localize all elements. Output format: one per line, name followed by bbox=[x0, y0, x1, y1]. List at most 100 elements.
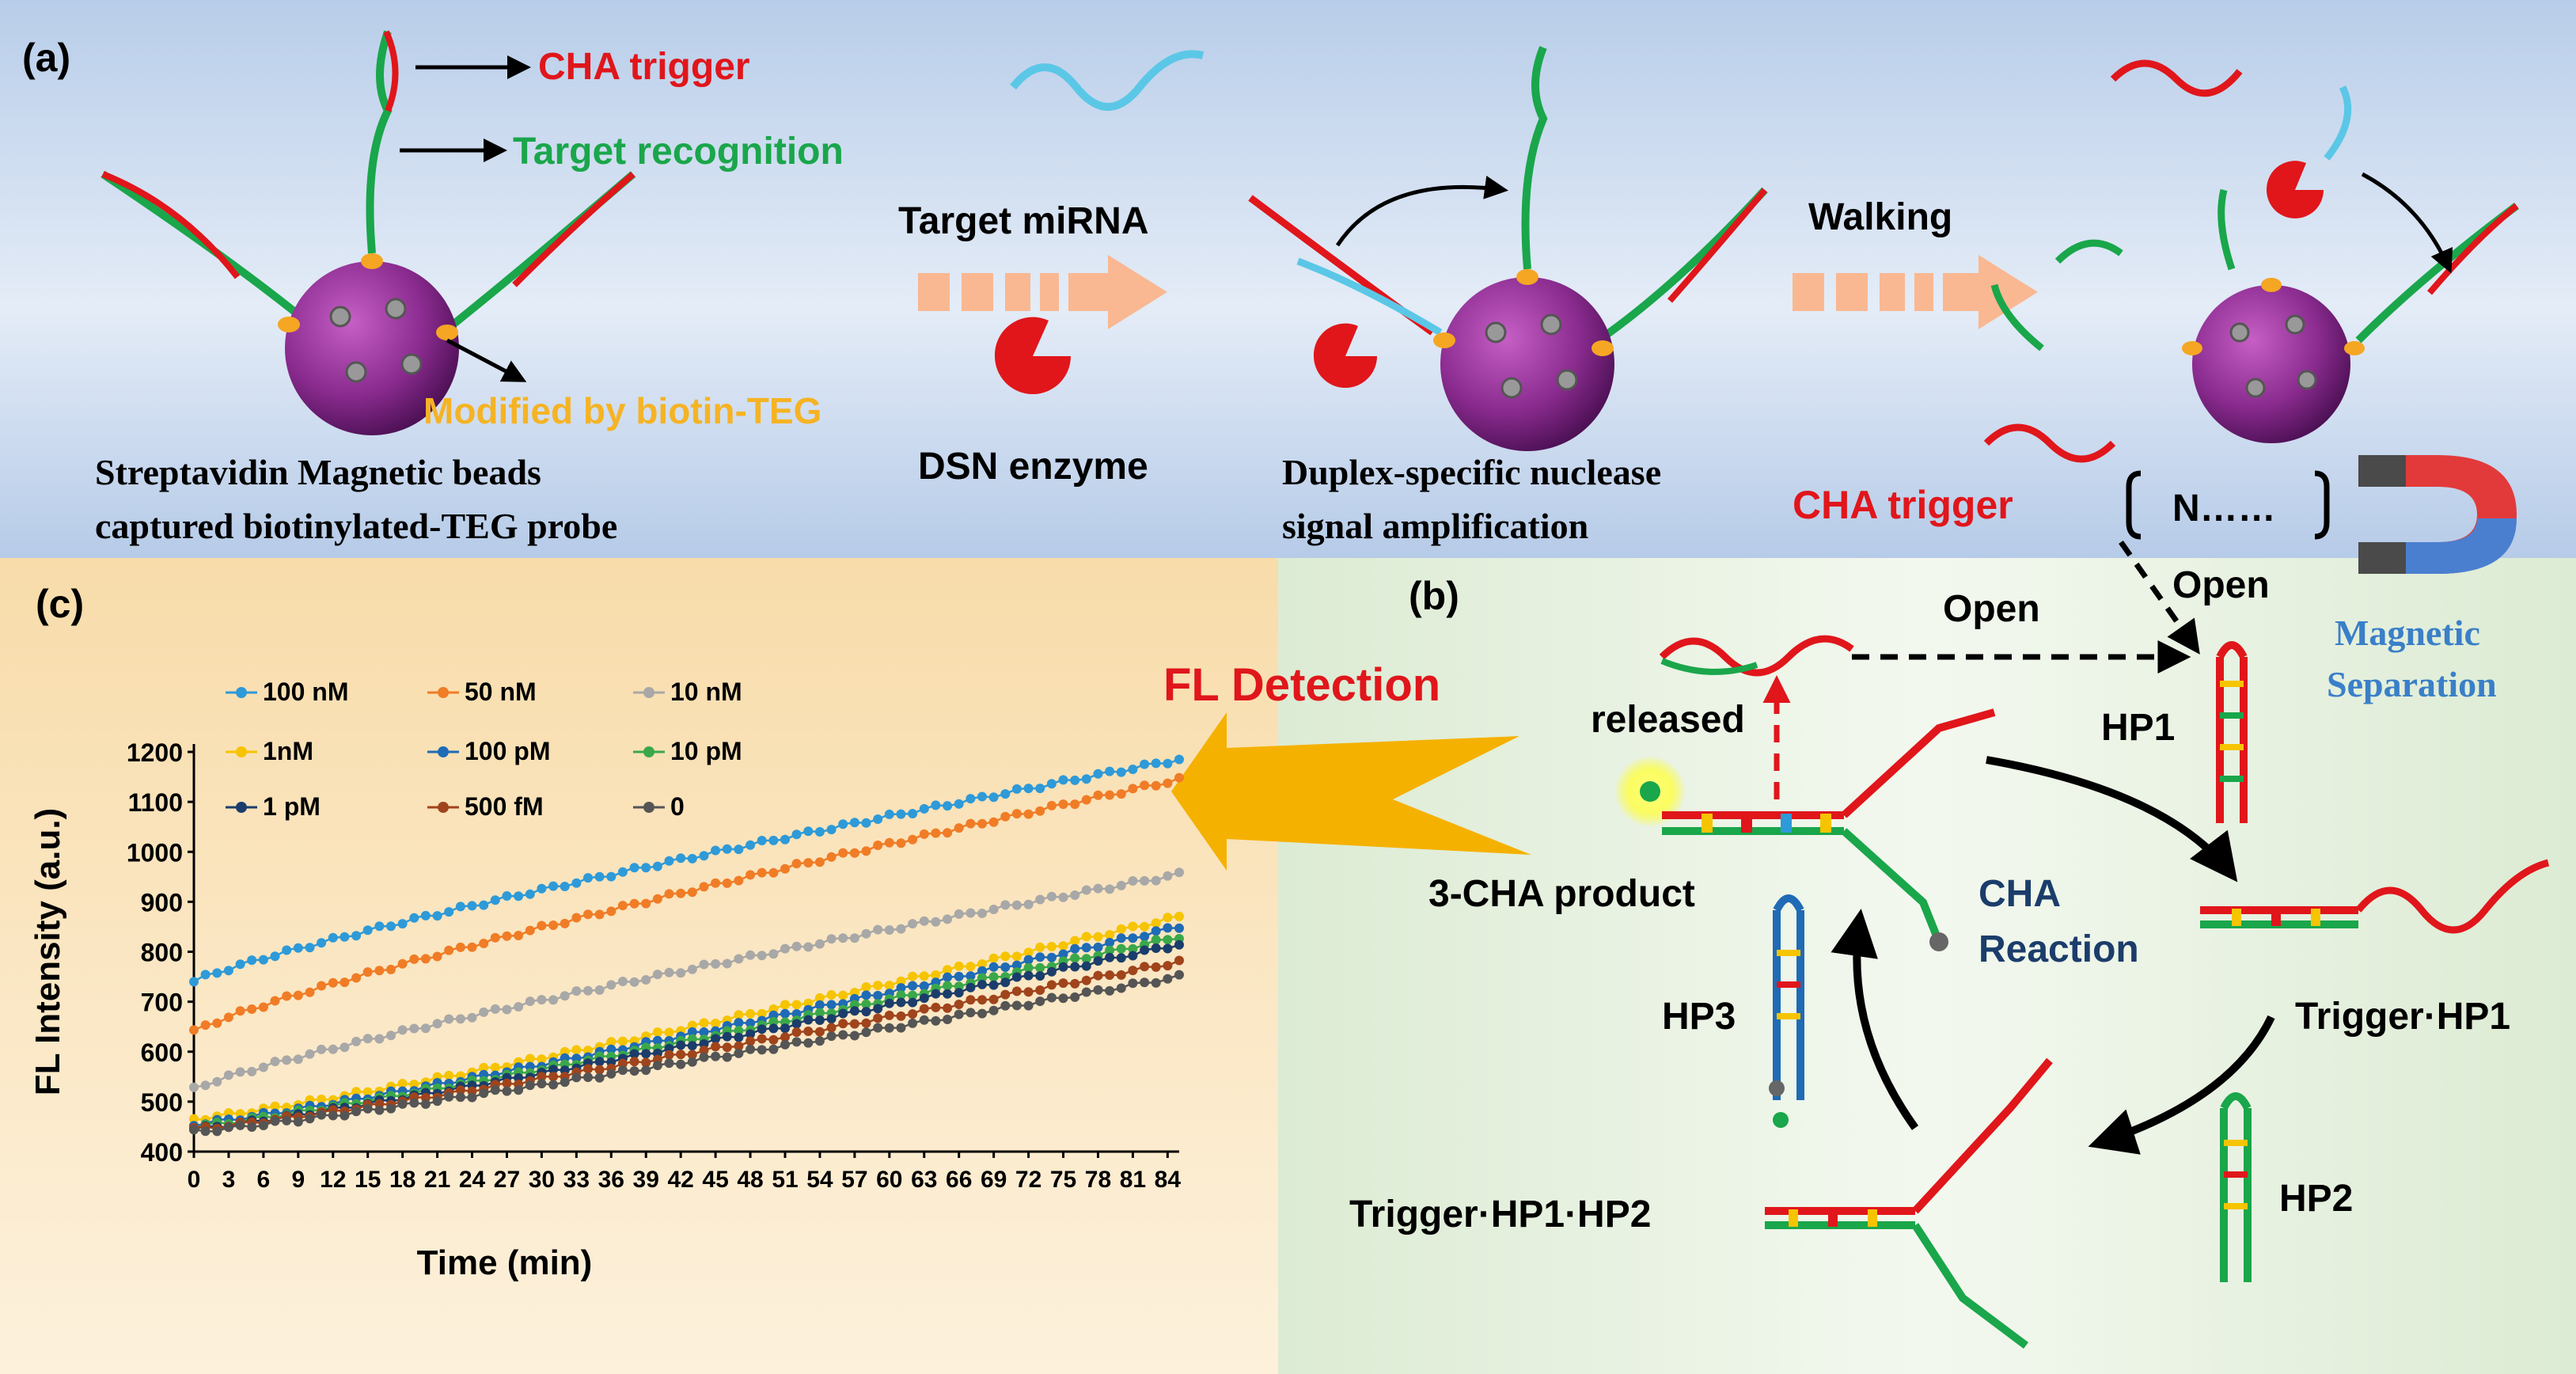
data-point bbox=[502, 891, 512, 901]
legend-marker bbox=[643, 746, 654, 757]
cha-reaction-line-1: CHA bbox=[1978, 873, 2061, 915]
data-point bbox=[189, 977, 199, 987]
data-point bbox=[699, 851, 709, 861]
data-point bbox=[1140, 932, 1150, 942]
x-tick-label: 24 bbox=[459, 1167, 486, 1193]
data-point bbox=[873, 924, 883, 935]
data-point bbox=[1035, 784, 1045, 794]
data-point bbox=[282, 1115, 292, 1125]
data-point bbox=[1128, 966, 1138, 976]
data-point bbox=[467, 942, 477, 952]
dashed-arrow-2 bbox=[1793, 255, 2038, 329]
data-point bbox=[467, 1012, 477, 1023]
data-point bbox=[432, 951, 442, 962]
data-point bbox=[1128, 765, 1138, 774]
data-point bbox=[908, 997, 918, 1008]
data-point bbox=[1128, 876, 1138, 886]
data-point bbox=[780, 1023, 790, 1034]
data-point bbox=[884, 925, 894, 935]
data-point bbox=[467, 1092, 477, 1103]
data-point bbox=[606, 1068, 616, 1079]
data-point bbox=[328, 1110, 338, 1121]
data-point bbox=[814, 1027, 825, 1037]
data-point bbox=[966, 818, 976, 829]
magnetic-bead-2 bbox=[1248, 46, 1768, 451]
data-point bbox=[814, 1015, 825, 1025]
data-point bbox=[873, 1004, 883, 1014]
data-point bbox=[235, 959, 245, 970]
data-point bbox=[455, 1014, 465, 1024]
data-point bbox=[537, 1079, 547, 1089]
legend-label: 50 nM bbox=[465, 678, 537, 706]
data-point bbox=[305, 1114, 315, 1124]
data-point bbox=[525, 1061, 535, 1072]
data-point bbox=[1000, 1000, 1011, 1011]
data-point bbox=[1035, 985, 1045, 995]
data-point bbox=[931, 989, 941, 999]
data-point bbox=[641, 1065, 651, 1076]
data-point bbox=[664, 1058, 674, 1068]
data-point bbox=[1116, 767, 1126, 777]
data-point bbox=[826, 1014, 837, 1024]
data-point bbox=[525, 1080, 535, 1091]
data-point bbox=[699, 882, 709, 892]
data-point bbox=[849, 1006, 859, 1016]
data-point bbox=[340, 1110, 350, 1121]
data-point bbox=[409, 1023, 419, 1034]
data-point bbox=[687, 1034, 697, 1044]
data-point bbox=[838, 1030, 848, 1040]
data-point bbox=[1151, 935, 1161, 945]
data-point bbox=[896, 997, 906, 1008]
legend-marker bbox=[236, 746, 247, 757]
data-point bbox=[1174, 772, 1184, 783]
data-point bbox=[780, 1039, 790, 1049]
data-point bbox=[571, 913, 582, 923]
data-point bbox=[1035, 962, 1045, 973]
data-point bbox=[803, 858, 814, 868]
legend-marker bbox=[438, 687, 449, 698]
data-point bbox=[1058, 892, 1068, 902]
data-point bbox=[1093, 769, 1103, 779]
walking-label: Walking bbox=[1808, 196, 1952, 238]
data-point bbox=[988, 953, 999, 963]
data-point bbox=[849, 818, 859, 828]
data-point bbox=[409, 954, 419, 964]
data-point bbox=[884, 1023, 894, 1033]
data-point bbox=[571, 986, 582, 996]
data-point bbox=[838, 990, 848, 1000]
data-point bbox=[560, 882, 570, 891]
data-point bbox=[1046, 993, 1057, 1003]
data-point bbox=[525, 1053, 535, 1064]
data-point bbox=[328, 932, 338, 943]
data-point bbox=[652, 970, 662, 980]
data-point bbox=[629, 1057, 639, 1067]
data-point bbox=[351, 1087, 362, 1097]
data-point bbox=[409, 1098, 419, 1108]
x-tick-label: 30 bbox=[529, 1167, 555, 1193]
data-point bbox=[444, 1014, 454, 1024]
legend-marker bbox=[643, 687, 654, 698]
x-tick-label: 33 bbox=[563, 1167, 590, 1193]
x-tick-label: 60 bbox=[876, 1167, 902, 1193]
data-point bbox=[1011, 784, 1022, 794]
data-point bbox=[826, 934, 837, 944]
data-point bbox=[734, 1032, 744, 1042]
data-point bbox=[988, 962, 999, 972]
data-point bbox=[884, 837, 894, 848]
data-point bbox=[1000, 951, 1011, 962]
data-point bbox=[745, 1018, 756, 1028]
data-point bbox=[270, 1116, 280, 1126]
data-point bbox=[1151, 943, 1161, 953]
data-point bbox=[977, 973, 987, 983]
data-point bbox=[200, 1080, 211, 1091]
panel-c-label: (c) bbox=[36, 582, 84, 626]
hp3-hairpin bbox=[1769, 894, 1804, 1128]
x-tick-label: 48 bbox=[737, 1167, 763, 1193]
data-point bbox=[1011, 951, 1022, 962]
data-point bbox=[420, 1023, 431, 1034]
data-point bbox=[745, 1036, 756, 1046]
data-point bbox=[884, 981, 894, 991]
data-point bbox=[803, 826, 814, 837]
data-point bbox=[328, 1044, 338, 1054]
data-point bbox=[768, 949, 779, 959]
